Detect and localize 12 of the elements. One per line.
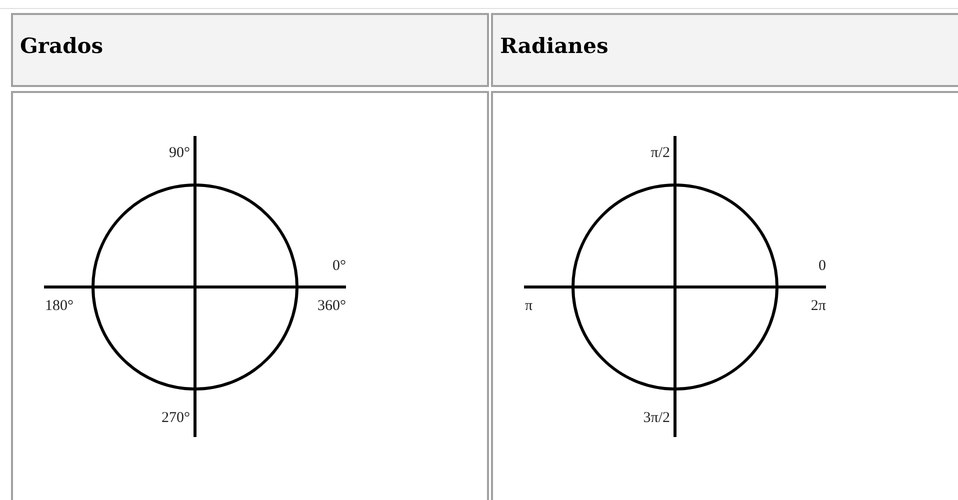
column-header: Radianes — [500, 33, 608, 58]
angle-label: 180° — [45, 298, 74, 314]
angle-label: 0 — [818, 258, 826, 274]
angle-label: 0° — [332, 258, 346, 274]
column-header: Grados — [20, 33, 104, 58]
angle-label: 90° — [169, 145, 190, 161]
angle-label: π — [525, 298, 533, 314]
angle-label: 2π — [810, 298, 826, 314]
angle-label: 360° — [318, 298, 346, 314]
angle-label: 3π/2 — [643, 410, 670, 426]
angle-label: π/2 — [650, 145, 670, 161]
angle-label: 270° — [162, 410, 190, 426]
